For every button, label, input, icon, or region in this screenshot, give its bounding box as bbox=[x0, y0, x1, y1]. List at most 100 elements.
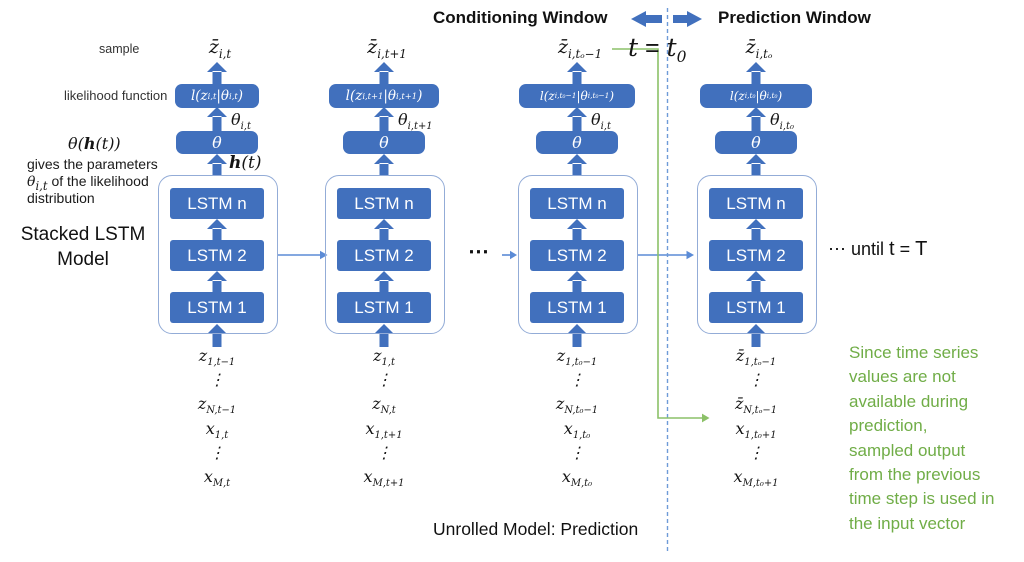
flow-arrow-up bbox=[746, 107, 766, 131]
sample-output-label: z̄i,tₒ bbox=[745, 36, 773, 61]
diagram-caption: Unrolled Model: Prediction bbox=[433, 519, 639, 539]
flow-arrow-up bbox=[207, 62, 227, 84]
flow-arrow-up bbox=[207, 324, 227, 347]
lstm-stack bbox=[518, 175, 638, 334]
lstm-stack bbox=[158, 175, 278, 334]
lstm-box-n: LSTM n bbox=[170, 188, 264, 219]
note-line: available during bbox=[849, 391, 969, 411]
flow-arrow-up bbox=[207, 219, 227, 240]
note-line: prediction, bbox=[849, 416, 928, 436]
green-feedback-arrowhead bbox=[702, 413, 710, 423]
green-feedback-line bbox=[612, 48, 702, 419]
theta-params-label: θi,t₀ bbox=[770, 110, 794, 133]
theta-function-desc-line: distribution bbox=[27, 190, 95, 206]
theta-box: θ bbox=[176, 131, 258, 154]
flow-arrow-up bbox=[374, 324, 394, 347]
timestep-ellipsis: ⋯ bbox=[468, 240, 490, 263]
theta-params-label: θi,t+1 bbox=[398, 110, 433, 133]
flow-arrow-up bbox=[746, 271, 766, 292]
flow-arrow-up bbox=[567, 107, 587, 131]
flow-arrow-up bbox=[746, 219, 766, 240]
input-label: ⋮ bbox=[569, 370, 585, 389]
theta-function-desc-line: gives the parameters bbox=[27, 156, 158, 172]
lstm-box-2: LSTM 2 bbox=[709, 240, 803, 271]
flow-arrow-up bbox=[207, 154, 227, 175]
input-label: x1,t+1 bbox=[365, 419, 403, 442]
lstm-box-n: LSTM n bbox=[337, 188, 431, 219]
input-label: x1,t bbox=[205, 419, 229, 442]
lstm-box-2: LSTM 2 bbox=[337, 240, 431, 271]
sample-output-label: z̄i,tₒ−1 bbox=[557, 36, 603, 61]
theta-function-desc-line: θi,t of the likelihood bbox=[27, 173, 149, 193]
timestep-connector-arrowhead bbox=[686, 250, 694, 260]
input-label: xM,t bbox=[203, 467, 231, 490]
sample-output-label: z̄i,t+1 bbox=[367, 36, 407, 61]
input-label: xM,t+1 bbox=[363, 467, 405, 490]
flow-arrow-up bbox=[567, 62, 587, 84]
lstm-box-n: LSTM n bbox=[530, 188, 624, 219]
sample-output-label: z̄i,t bbox=[208, 36, 232, 61]
flow-arrow-up bbox=[207, 271, 227, 292]
theta-params-label: θi,t bbox=[231, 110, 251, 133]
flow-arrow-up bbox=[374, 107, 394, 131]
lstm-box-2: LSTM 2 bbox=[530, 240, 624, 271]
input-label: ⋮ bbox=[569, 443, 585, 462]
note-line: Since time series bbox=[849, 343, 979, 362]
input-label: xM,t₀+1 bbox=[733, 467, 779, 490]
stacked-lstm-model-label: Stacked LSTM bbox=[20, 224, 146, 245]
input-label: ⋮ bbox=[376, 443, 392, 462]
timestep-connector-arrowhead bbox=[320, 250, 328, 260]
theta-box: θ bbox=[715, 131, 797, 154]
lstm-box-1: LSTM 1 bbox=[709, 292, 803, 323]
input-label: z̄1,tₒ−1 bbox=[735, 346, 777, 369]
flow-arrow-up bbox=[374, 62, 394, 84]
note-line: from the previous bbox=[849, 465, 981, 485]
stacked-lstm-model-label: Model bbox=[57, 249, 109, 270]
input-label: zN,t−1 bbox=[197, 394, 237, 417]
input-label: z1,t₀−1 bbox=[556, 346, 598, 369]
input-label: ⋮ bbox=[748, 443, 764, 462]
note-line: values are not bbox=[849, 367, 956, 387]
input-label: z1,t−1 bbox=[198, 346, 236, 369]
flow-arrow-up bbox=[374, 219, 394, 240]
flow-arrow-up bbox=[567, 324, 587, 347]
prediction-window-label: Prediction Window bbox=[718, 8, 871, 27]
sample-annotation: sample bbox=[99, 42, 140, 56]
lstm-box-1: LSTM 1 bbox=[530, 292, 624, 323]
input-label: ⋮ bbox=[209, 443, 225, 462]
flow-arrow-up bbox=[746, 324, 766, 347]
theta-box: θ bbox=[343, 131, 425, 154]
input-label: ⋮ bbox=[209, 370, 225, 389]
input-label: zN,t bbox=[372, 394, 396, 417]
input-label: x1,t₀+1 bbox=[735, 419, 777, 442]
divider-equation: t = t0 bbox=[628, 33, 687, 66]
lstm-box-1: LSTM 1 bbox=[170, 292, 264, 323]
likelihood-annotation: likelihood function bbox=[64, 88, 168, 103]
note-line: sampled output bbox=[849, 440, 966, 460]
lstm-box-2: LSTM 2 bbox=[170, 240, 264, 271]
lstm-box-n: LSTM n bbox=[709, 188, 803, 219]
conditioning-arrow-icon bbox=[631, 11, 662, 27]
lstm-box-1: LSTM 1 bbox=[337, 292, 431, 323]
lstm-stack bbox=[325, 175, 445, 334]
until-note: ⋯ until t = T bbox=[828, 238, 928, 260]
input-label: x1,t₀ bbox=[563, 419, 591, 442]
note-line: time step is used in bbox=[849, 489, 995, 509]
flow-arrow-up bbox=[207, 107, 227, 131]
flow-arrow-up bbox=[374, 271, 394, 292]
flow-arrow-up bbox=[567, 271, 587, 292]
input-label: ⋮ bbox=[748, 370, 764, 389]
flow-arrow-up bbox=[567, 219, 587, 240]
prediction-arrow-icon bbox=[673, 11, 702, 27]
input-label: z1,t bbox=[373, 346, 395, 369]
flow-arrow-up bbox=[374, 154, 394, 175]
flow-arrow-up bbox=[567, 154, 587, 175]
lstm-stack bbox=[697, 175, 817, 334]
hidden-state-label: h(t) bbox=[229, 153, 262, 173]
conditioning-window-label: Conditioning Window bbox=[433, 8, 608, 27]
